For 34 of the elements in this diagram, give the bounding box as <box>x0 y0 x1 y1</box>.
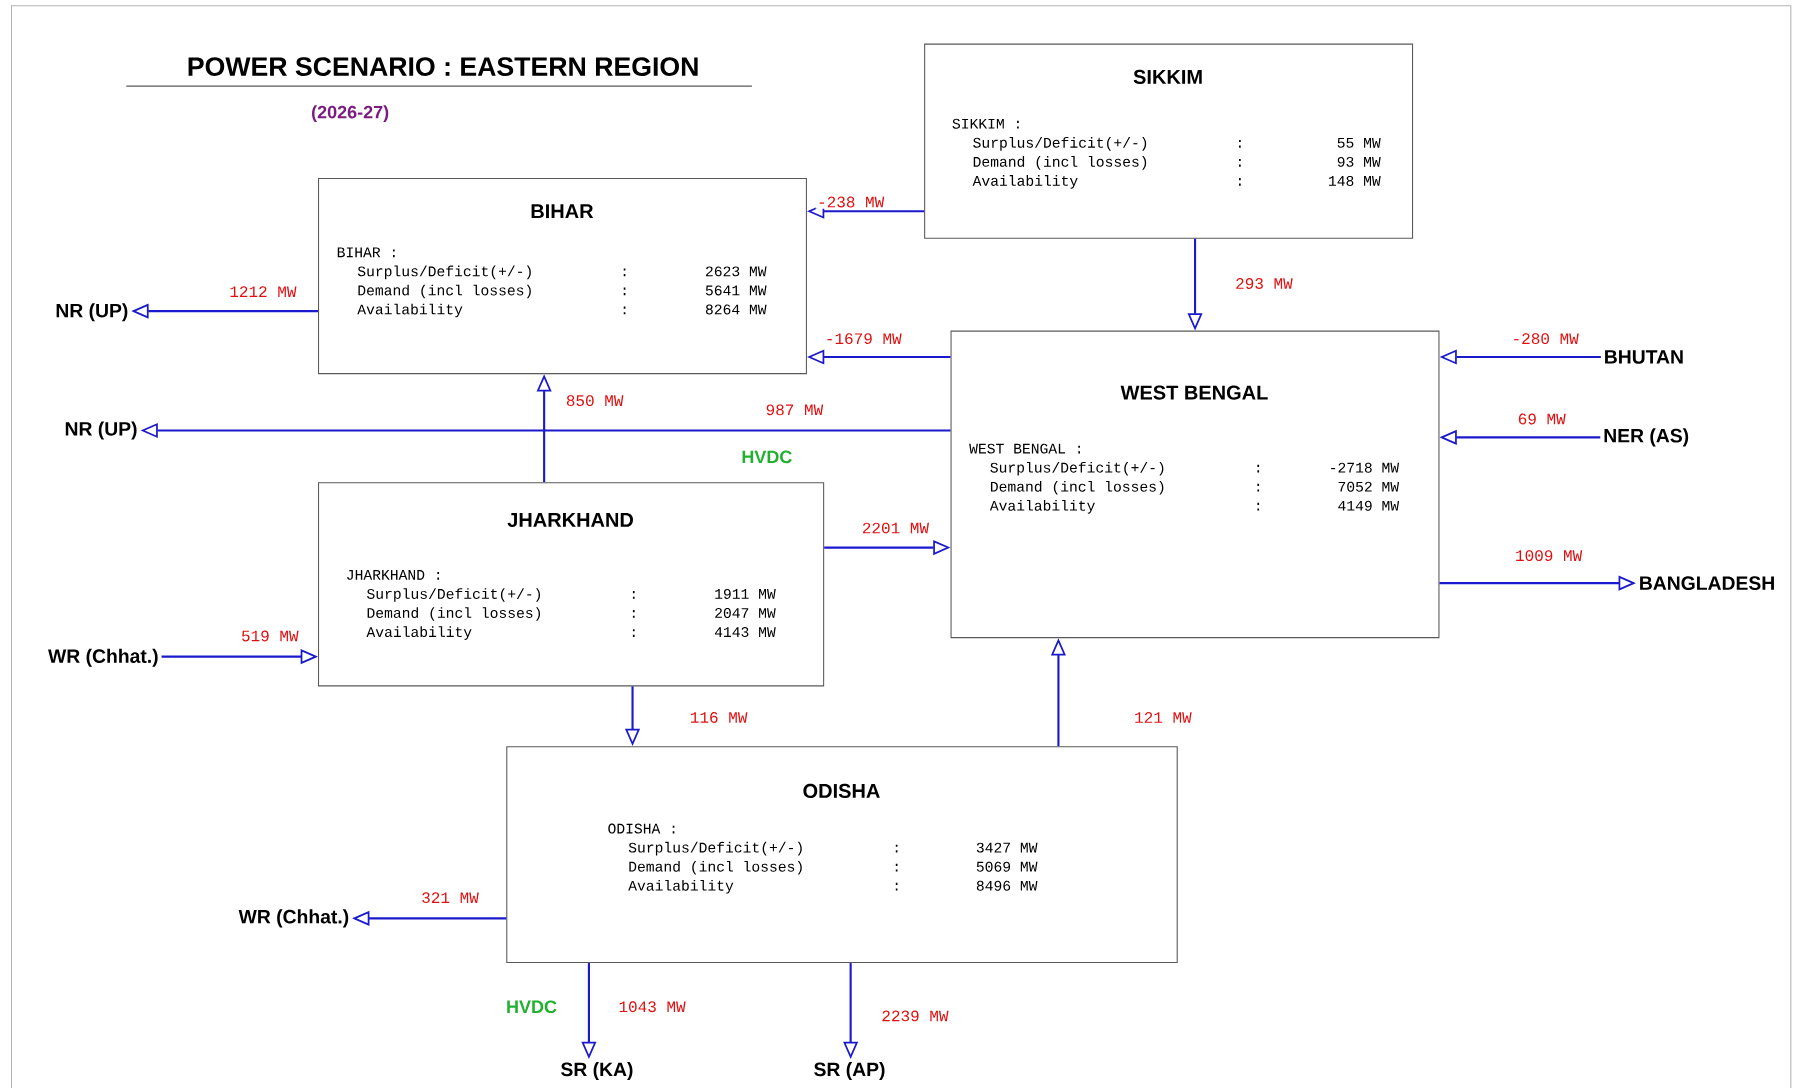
region-name: NR (UP) <box>56 303 128 322</box>
region-box: ODISHA ODISHA : Surplus/Deficit(+/-) : 3427 MW Demand (incl losses) : 5069 MW Availability : 8496 MW <box>506 746 1178 963</box>
edge-label: 321 MW <box>419 890 481 905</box>
region-name: BANGLADESH <box>1640 576 1774 590</box>
edge-label: 519 MW <box>239 629 300 643</box>
edge-label: 1009 MW <box>1513 548 1584 563</box>
region-box: JHARKHAND JHARKHAND : Surplus/Deficit(+/-) : 1911 MW Demand (incl losses) : 2047 MW Availability : 4143 MW <box>318 482 825 687</box>
edge-label: 1212 MW <box>227 284 298 299</box>
hvdc-label: HVDC <box>507 1000 557 1013</box>
edge-label: 293 MW <box>1233 276 1295 291</box>
region-name: NER (AS) <box>1604 428 1689 447</box>
region-name: WR (Chhat.) <box>238 909 349 928</box>
edge-label: 850 MW <box>564 393 625 408</box>
hvdc-label: HVDC <box>742 450 792 464</box>
edge-label: 2239 MW <box>880 1009 950 1023</box>
region-name: SR (AP) <box>814 1061 885 1080</box>
year-label: (2026-27) <box>312 105 389 122</box>
region-box: SIKKIM SIKKIM : Surplus/Deficit(+/-) : 55 MW Demand (incl losses) : 93 MW Availability : 148 MW <box>924 43 1414 239</box>
edge-label: 69 MW <box>1516 412 1568 426</box>
edge-label: 987 MW <box>764 402 825 417</box>
region-box: BIHAR BIHAR : Surplus/Deficit(+/-) : 2623 MW Demand (incl losses) : 5641 MW Availability : 8264 MW <box>318 177 807 375</box>
edge-label: -1679 MW <box>823 331 903 346</box>
edge-label: -238 MW <box>815 195 886 209</box>
region-name: NR (UP) <box>65 421 137 440</box>
region-name: SR (KA) <box>561 1061 633 1080</box>
edge-label: 116 MW <box>688 710 749 725</box>
region-box: WEST BENGAL WEST BENGAL : Surplus/Deficit(+/-) : -2718 MW Demand (incl losses) : 7052 MW Availability : 4149 MW <box>950 330 1440 639</box>
region-name: BHUTAN <box>1605 350 1683 364</box>
edge-label: 1043 MW <box>617 999 687 1014</box>
title: POWER SCENARIO : EASTERN REGION <box>125 57 753 87</box>
edge-label: -280 MW <box>1510 331 1581 346</box>
region-name: WR (Chhat.) <box>48 648 158 667</box>
edge-label: 121 MW <box>1132 710 1194 725</box>
edge-label: 2201 MW <box>860 521 931 535</box>
